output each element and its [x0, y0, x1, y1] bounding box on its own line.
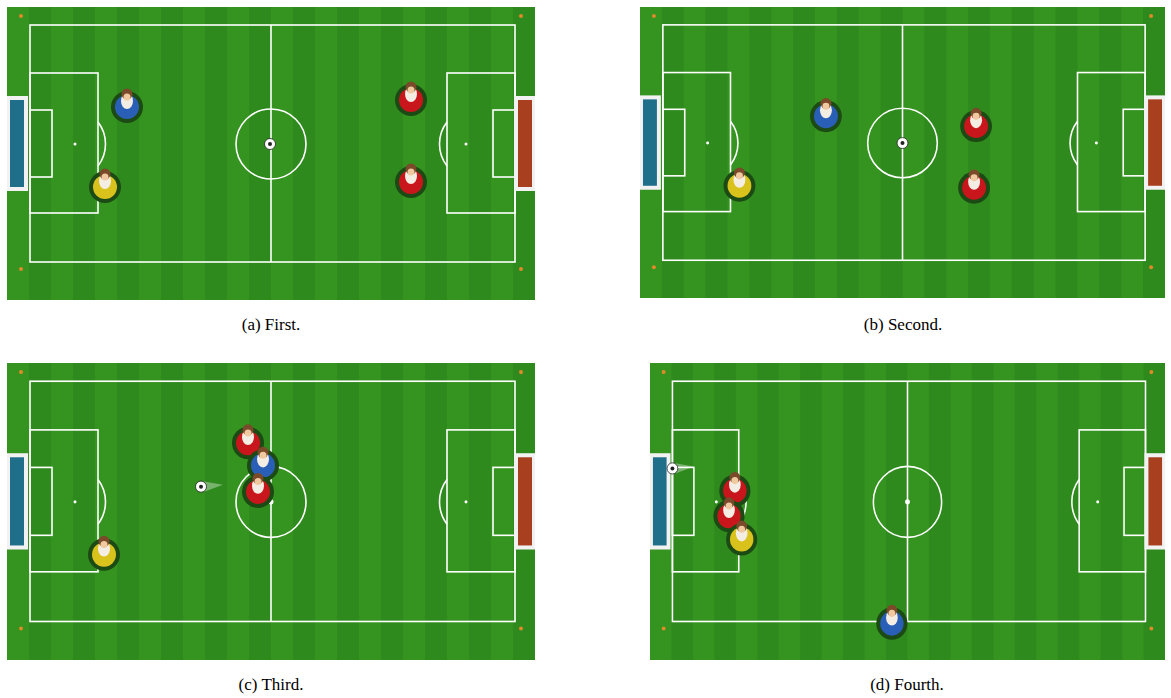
soccer-field [650, 363, 1165, 660]
subfigure-caption: (a) First. [242, 315, 301, 335]
subfigure-caption: (b) Second. [864, 315, 942, 335]
soccer-field [7, 363, 535, 660]
soccer-field [640, 7, 1165, 298]
soccer-field [7, 7, 535, 300]
subfigure-caption: (d) Fourth. [870, 675, 944, 695]
subfigure-caption: (c) Third. [239, 675, 304, 695]
